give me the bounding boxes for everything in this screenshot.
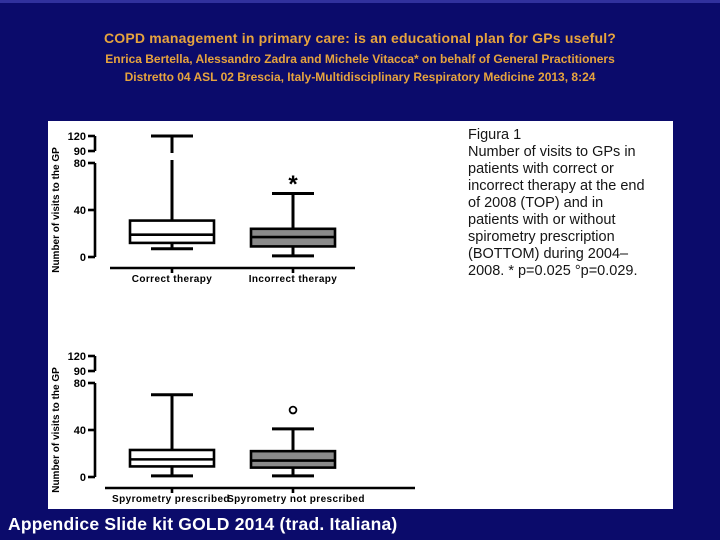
svg-text:90: 90 — [74, 146, 86, 158]
svg-text:90: 90 — [74, 366, 86, 378]
svg-text:80: 80 — [74, 378, 86, 390]
svg-text:80: 80 — [74, 158, 86, 170]
slide-title: COPD management in primary care: is an e… — [103, 30, 617, 46]
title-block: COPD management in primary care: is an e… — [0, 30, 720, 84]
svg-text:120: 120 — [68, 351, 86, 363]
svg-text:Spyrometry not prescribed: Spyrometry not prescribed — [227, 494, 365, 505]
figure-caption: Figura 1 Number of visits to GPs in pati… — [468, 127, 645, 279]
svg-text:40: 40 — [74, 205, 86, 217]
reference-line: Distretto 04 ASL 02 Brescia, Italy-Multi… — [124, 70, 596, 84]
authors-line: Enrica Bertella, Alessandro Zadra and Mi… — [105, 52, 615, 66]
svg-text:Correct therapy: Correct therapy — [132, 274, 213, 285]
svg-text:Number of visits to the GP: Number of visits to the GP — [51, 147, 62, 273]
top-accent-strip — [0, 0, 720, 3]
svg-text:120: 120 — [68, 131, 86, 143]
svg-text:Incorrect therapy: Incorrect therapy — [249, 274, 338, 285]
svg-text:*: * — [288, 171, 298, 198]
svg-text:Spyrometry prescribed: Spyrometry prescribed — [112, 494, 230, 505]
svg-text:0: 0 — [80, 472, 86, 484]
footer-text: Appendice Slide kit GOLD 2014 (trad. Ita… — [8, 514, 398, 534]
svg-text:40: 40 — [74, 425, 86, 437]
svg-text:Number of visits to the GP: Number of visits to the GP — [51, 367, 62, 493]
svg-text:0: 0 — [80, 252, 86, 264]
